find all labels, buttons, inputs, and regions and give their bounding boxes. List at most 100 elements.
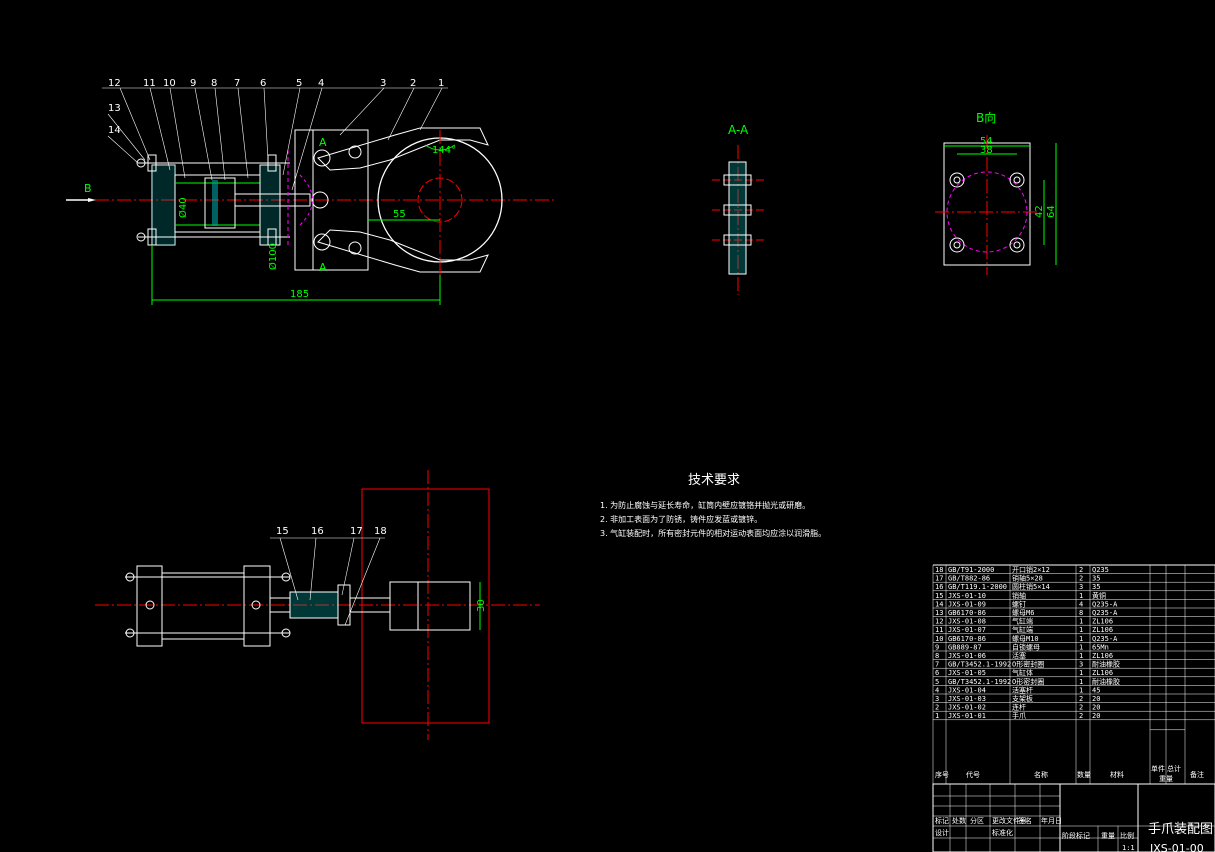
balloon-16: 16 xyxy=(311,526,324,537)
title-block: 标记 处数 分区 更改文件号 签名 年月日 设计 标准化 阶段标记 重量 比例 … xyxy=(932,783,1215,852)
bom-cell-no: 11 xyxy=(935,626,943,634)
bom-cell-mat: Q235-A xyxy=(1092,609,1118,617)
bom-cell-qty: 4 xyxy=(1079,600,1083,608)
bom-cell-qty: 1 xyxy=(1079,686,1083,694)
balloon-9: 9 xyxy=(190,78,196,89)
bom-cell-mat: ZL106 xyxy=(1092,652,1113,660)
balloon-13: 13 xyxy=(108,103,121,114)
balloon-18: 18 xyxy=(374,526,387,537)
bom-cell-code: JXS-01-08 xyxy=(948,618,986,626)
bom-cell-mat: 45 xyxy=(1092,686,1100,694)
bom-cell-qty: 2 xyxy=(1079,566,1083,574)
top-view: 30 15 16 17 18 xyxy=(95,470,540,740)
bom-cell-code: GB6170-86 xyxy=(948,635,986,643)
bom-cell-qty: 1 xyxy=(1079,635,1083,643)
bom-cell-name: 连杆 xyxy=(1012,703,1026,712)
dim-185: 185 xyxy=(290,289,309,300)
tb-scale-value: 1:1 xyxy=(1122,844,1135,852)
balloon-6: 6 xyxy=(260,78,266,89)
bom-header-weight: 重量 xyxy=(1159,775,1173,783)
bore1-dim: Ø40 xyxy=(177,197,189,218)
bom-cell-name: 圆柱销5×14 xyxy=(1012,582,1050,591)
bom-header-remark: 备注 xyxy=(1190,770,1204,779)
bom-header-name: 名称 xyxy=(1034,770,1048,779)
bom-cell-code: GB889-87 xyxy=(948,643,982,651)
bom-cell-no: 10 xyxy=(935,635,943,643)
angle-dim: 144° xyxy=(432,145,456,156)
bom-cell-no: 7 xyxy=(935,661,939,669)
bom-cell-mat: 20 xyxy=(1092,695,1100,703)
bom-header-single: 单件 xyxy=(1151,764,1165,773)
tb-label-weight: 重量 xyxy=(1101,832,1115,840)
bom-cell-code: JXS-01-03 xyxy=(948,695,986,703)
bom-cell-qty: 8 xyxy=(1079,609,1083,617)
balloon-8: 8 xyxy=(211,78,217,89)
balloon-12: 12 xyxy=(108,78,121,89)
bom-cell-no: 15 xyxy=(935,592,943,600)
drawing-name: 手爪装配图 xyxy=(1148,822,1213,837)
tech-note-1: 1. 为防止腐蚀与延长寿命，缸筒内壁应镀铬并抛光或研磨。 xyxy=(600,500,810,510)
bom-cell-mat: 20 xyxy=(1092,704,1100,712)
tb-label-design: 设计 xyxy=(935,828,949,837)
bom-cell-no: 13 xyxy=(935,609,943,617)
bom-cell-code: JXS-01-07 xyxy=(948,626,986,634)
bom-cell-mat: ZL106 xyxy=(1092,669,1113,677)
bom-cell-no: 18 xyxy=(935,566,943,574)
bom-cell-code: JXS-01-02 xyxy=(948,704,986,712)
bom-cell-code: GB/T3452.1-1992 xyxy=(948,678,1011,686)
bom-cell-code: GB6170-86 xyxy=(948,609,986,617)
bom-header-code: 代号 xyxy=(966,770,980,779)
bom-cell-qty: 2 xyxy=(1079,712,1083,720)
bom-cell-no: 3 xyxy=(935,695,939,703)
view-arrow-b: B xyxy=(84,182,92,195)
balloon-7: 7 xyxy=(234,78,240,89)
bom-cell-qty: 1 xyxy=(1079,643,1083,651)
bom-cell-mat: ZL106 xyxy=(1092,618,1113,626)
bom-cell-name: 螺钉 xyxy=(1012,599,1026,608)
b-view: B向 54 38 42 64 xyxy=(935,110,1057,275)
bom-cell-mat: 35 xyxy=(1092,575,1100,583)
bom-header-no: 序号 xyxy=(935,770,949,779)
tb-label-stage: 阶段标记 xyxy=(1062,831,1090,840)
bom-cell-mat: 耐油橡胶 xyxy=(1092,677,1120,686)
bom-cell-code: JXS-01-01 xyxy=(948,712,986,720)
section-title: A-A xyxy=(728,123,749,137)
bom-cell-qty: 2 xyxy=(1079,695,1083,703)
bom-cell-no: 8 xyxy=(935,652,939,660)
tb-label-date: 年月日 xyxy=(1041,816,1062,825)
drawing-no: JXS-01-00 xyxy=(1149,842,1204,852)
bom-cell-qty: 1 xyxy=(1079,592,1083,600)
bom-cell-no: 14 xyxy=(935,600,943,608)
tech-note-3: 3. 气缸装配时，所有密封元件的相对运动表面均应涂以润滑脂。 xyxy=(600,528,826,538)
bom-cell-name: 气缸端 xyxy=(1012,625,1033,634)
section-mark-a-bottom: A xyxy=(319,261,327,274)
bom-cell-qty: 1 xyxy=(1079,618,1083,626)
balloon-10: 10 xyxy=(163,78,176,89)
bore2-dim: Ø100 xyxy=(267,243,279,270)
balloon-3: 3 xyxy=(380,78,386,89)
bom-cell-qty: 2 xyxy=(1079,704,1083,712)
bom-cell-name: 支架板 xyxy=(1012,694,1033,703)
bom-cell-name: 螺母M6 xyxy=(1012,608,1034,617)
balloon-1: 1 xyxy=(438,78,444,89)
section-mark-a-top: A xyxy=(319,136,327,149)
bom-cell-mat: ZL106 xyxy=(1092,626,1113,634)
bom-header: 序号 代号 名称 数量 材料 单件 总计 重量 备注 xyxy=(935,764,1204,783)
balloon-15: 15 xyxy=(276,526,289,537)
bom-cell-qty: 1 xyxy=(1079,678,1083,686)
bom-cell-name: O形密封圈 xyxy=(1012,660,1044,669)
bom-cell-name: 销轴5×28 xyxy=(1012,574,1043,583)
bom-cell-name: 活塞杆 xyxy=(1012,685,1033,694)
tech-requirements: 技术要求 1. 为防止腐蚀与延长寿命，缸筒内壁应镀铬并抛光或研磨。 2. 非加工… xyxy=(600,473,826,538)
tb-label-sign: 签名 xyxy=(1018,816,1032,825)
bom-cell-code: GB/T119.1-2000 xyxy=(948,583,1007,591)
bom-cell-name: 自锁螺母 xyxy=(1012,642,1040,651)
bom-cell-no: 17 xyxy=(935,575,943,583)
bom-cell-mat: Q235-A xyxy=(1092,635,1118,643)
front-balloons: 12 11 10 9 8 7 6 5 4 3 2 1 13 14 xyxy=(108,78,444,136)
bom-cell-qty: 1 xyxy=(1079,652,1083,660)
bom-cell-mat: Q235-A xyxy=(1092,600,1118,608)
bom-cell-qty: 3 xyxy=(1079,661,1083,669)
bom-cell-code: JXS-01-10 xyxy=(948,592,986,600)
